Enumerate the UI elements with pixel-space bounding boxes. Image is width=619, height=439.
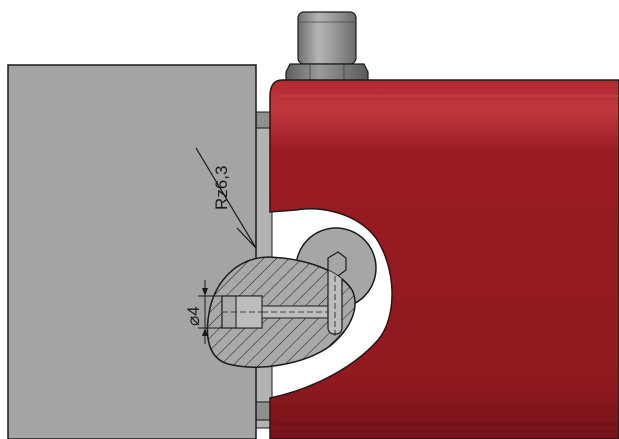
lever-section (206, 256, 356, 368)
roughness-symbol (195, 147, 257, 249)
grey-plate (7, 64, 257, 439)
roughness-label: Rz6,3 (212, 166, 231, 210)
bolt-head (297, 11, 357, 65)
red-housing (269, 79, 619, 439)
diameter-dimension (198, 280, 262, 344)
diameter-label: ⌀4 (184, 306, 203, 326)
